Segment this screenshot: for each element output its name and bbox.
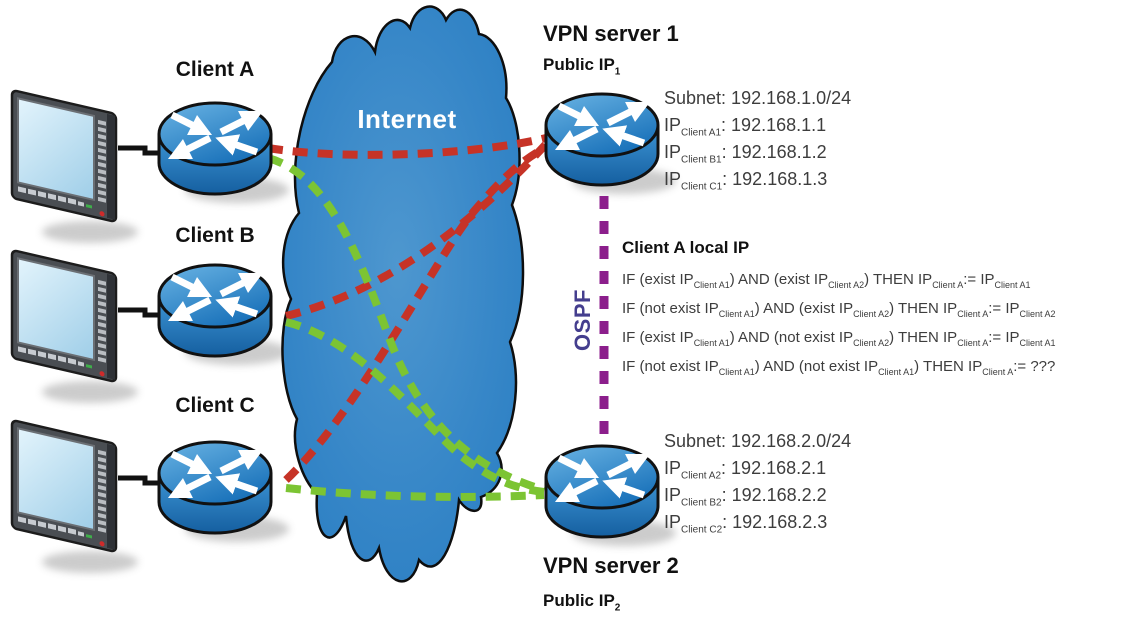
vpn-server-1-router-icon [546,94,658,185]
internet-cloud-shape [281,5,525,583]
client-c-router-icon [159,442,271,533]
client-c-terminal-icon [10,418,118,554]
rules-title: Client A local IP [622,238,750,257]
client-b-cable [118,307,168,318]
ospf-label: OSPF [570,289,595,351]
client-a-local-ip-rules: Client A local IP IF (exist IPClient A1)… [622,238,1056,381]
vpn-server-1-title: VPN server 1 [543,21,679,46]
vpn-server-1-info: Subnet: 192.168.1.0/24 IPClient A1: 192.… [664,85,851,193]
client-a-label: Client A [175,58,255,81]
shadows [42,168,676,573]
tunnel-client-c-server1 [283,143,549,483]
server2-ip-client-b2: IPClient B2: 192.168.2.2 [664,485,827,509]
client-b-router-icon [159,265,271,356]
client-c-label: Client C [175,394,255,417]
server2-ip-client-c2: IPClient C2: 192.168.2.3 [664,512,828,536]
client-a-terminal-icon [10,88,118,224]
server2-subnet: Subnet: 192.168.2.0/24 [664,431,852,451]
tunnels-to-server2 [266,154,546,501]
server1-ip-client-c1: IPClient C1: 192.168.1.3 [664,169,828,193]
tunnel-client-c-server2 [285,484,545,501]
tunnel-client-a-server2 [266,154,546,494]
server1-ip-client-b1: IPClient B1: 192.168.1.2 [664,142,827,166]
client-a-router-icon [159,103,271,194]
client-a-cable [118,145,168,156]
tunnels-to-server1 [267,134,550,483]
rule-line-3: IF (exist IPClient A1) AND (not exist IP… [622,329,1056,348]
client-cables [118,145,168,486]
rule-line-1: IF (exist IPClient A1) AND (exist IPClie… [622,271,1031,290]
tunnel-client-b-server1 [285,140,550,320]
server1-subnet: Subnet: 192.168.1.0/24 [664,88,852,108]
vpn-server-2-router-icon [546,446,658,537]
client-b-terminal-icon [10,248,118,384]
vpn-server-1-public-ip: Public IP1 [543,55,621,78]
vpn-server-2-info: Subnet: 192.168.2.0/24 IPClient A2: 192.… [664,428,851,536]
client-b-label: Client B [175,224,255,247]
tunnel-client-a-server1 [267,134,547,159]
tunnel-client-b-server2 [285,318,545,496]
vpn-server-2-public-ip: Public IP2 [543,591,621,614]
rule-line-4: IF (not exist IPClient A1) AND (not exis… [622,358,1056,377]
server2-ip-client-a2: IPClient A2: 192.168.2.1 [664,458,827,482]
client-c-cable [118,475,168,486]
vpn-server-2-title: VPN server 2 [543,553,679,578]
server1-ip-client-a1: IPClient A1: 192.168.1.1 [664,115,827,139]
internet-label: Internet [357,104,457,134]
rule-line-2: IF (not exist IPClient A1) AND (exist IP… [622,300,1056,319]
